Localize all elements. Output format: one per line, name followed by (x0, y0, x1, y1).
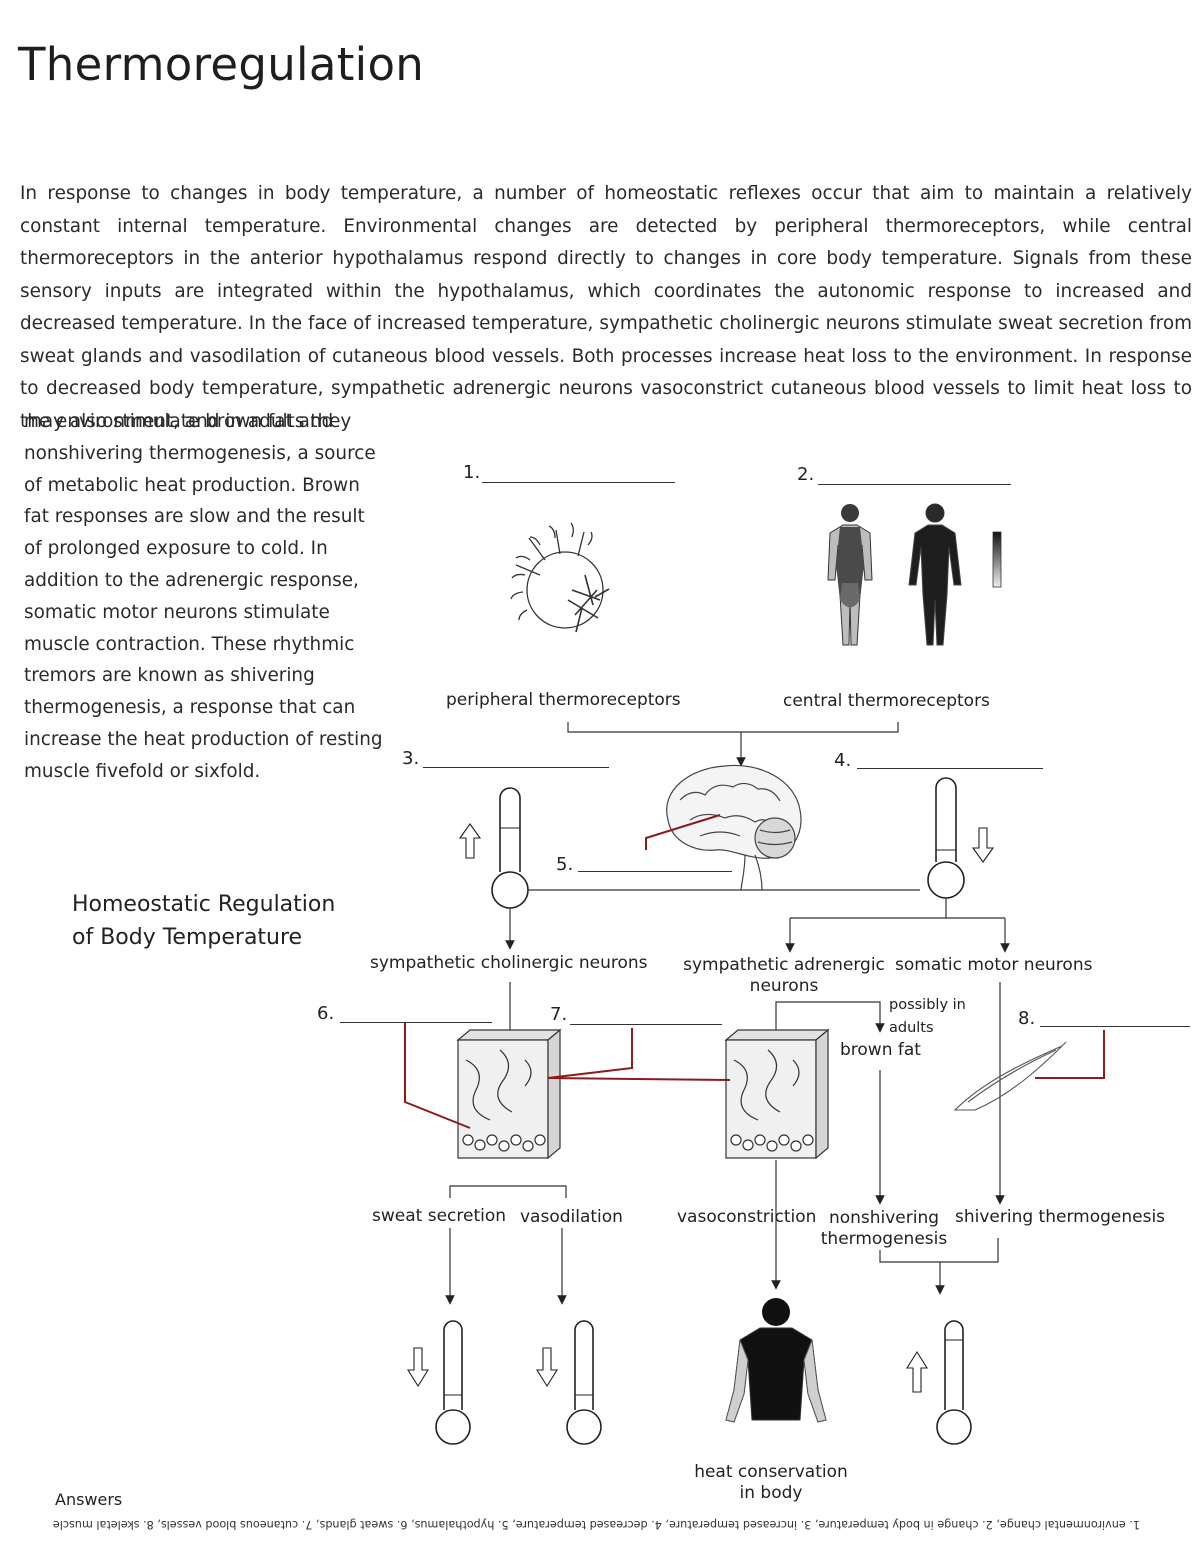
brain-icon (666, 764, 802, 891)
label-nonshivering-thermogenesis: nonshivering thermogenesis (820, 1208, 948, 1249)
intro-paragraph: In response to changes in body temperatu… (20, 183, 1192, 432)
thermometer-down-icon (407, 1320, 471, 1445)
label-sympathetic-adrenergic: sympathetic adrenergic neurons (683, 955, 885, 996)
skin-block-icon (456, 1028, 562, 1160)
thermometer-down-icon (927, 777, 995, 899)
blank-number-8: 8. (1018, 1008, 1036, 1029)
label-peripheral-thermoreceptors: peripheral thermoreceptors (446, 690, 681, 710)
thermometer-up-icon (458, 787, 529, 909)
blank-number-6: 6. (317, 1003, 335, 1024)
label-vasoconstriction: vasoconstriction (677, 1207, 817, 1227)
sun-snowflake-icon (510, 522, 610, 633)
diagram-title: Homeostatic Regulation of Body Temperatu… (72, 892, 336, 950)
blank-number-5: 5. (556, 854, 574, 875)
blank-number-4: 4. (834, 750, 852, 771)
answer-blank-8[interactable] (1040, 1026, 1190, 1027)
label-central-thermoreceptors: central thermoreceptors (783, 691, 990, 711)
answers-heading: Answers (55, 1490, 123, 1509)
page-title: Thermoregulation (18, 38, 425, 91)
answer-blank-5[interactable] (578, 871, 732, 872)
skin-block-icon (724, 1028, 830, 1160)
label-sweat-secretion: sweat secretion (372, 1206, 507, 1226)
label-brown-fat: brown fat (840, 1040, 921, 1060)
thermometer-down-icon (536, 1320, 602, 1445)
label-heat-conservation: heat conservation in body (694, 1462, 848, 1503)
answer-blank-1[interactable] (482, 482, 675, 483)
answer-blank-2[interactable] (818, 484, 1011, 485)
body-thermal-image-icon (827, 503, 1002, 646)
hypothalamus-pointer (645, 814, 721, 850)
skeletal-muscle-icon (953, 1041, 1067, 1111)
body-silhouette-icon (725, 1298, 827, 1423)
answer-blank-4[interactable] (857, 768, 1043, 769)
answer-blank-6[interactable] (340, 1022, 492, 1023)
label-vasodilation: vasodilation (520, 1207, 623, 1227)
label-possibly-in-adults: possibly in adults (889, 997, 966, 1036)
intro-paragraph-continued: may also stimulate brown fat and nonshiv… (24, 411, 383, 782)
blank-number-2: 2. (797, 464, 815, 485)
structure-pointers (404, 1022, 1105, 1129)
blank-number-7: 7. (550, 1004, 568, 1025)
label-shivering-thermogenesis: shivering thermogenesis (955, 1207, 1166, 1227)
answers-key-upside-down: 1. environmental change, 2. change in bo… (52, 1518, 1140, 1531)
thermometer-up-icon (906, 1320, 972, 1445)
blank-number-1: 1. (463, 462, 481, 483)
answer-blank-3[interactable] (423, 767, 609, 768)
answer-blank-7[interactable] (570, 1024, 722, 1025)
label-sympathetic-cholinergic: sympathetic cholinergic neurons (370, 953, 648, 973)
label-somatic-motor: somatic motor neurons (895, 955, 1093, 975)
blank-number-3: 3. (402, 748, 420, 769)
